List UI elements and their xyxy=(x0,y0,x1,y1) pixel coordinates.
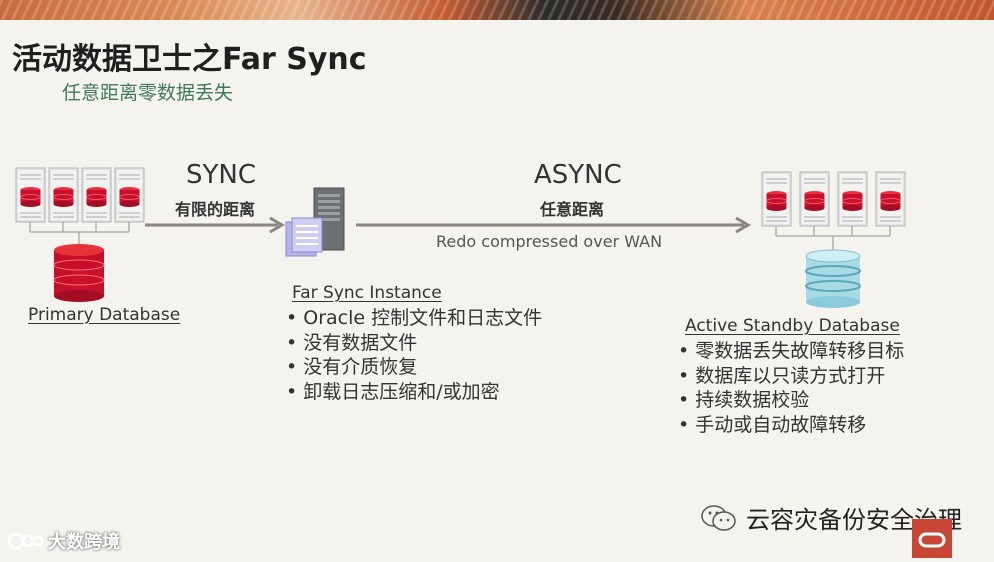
far-sync-bullet: 没有介质恢复 xyxy=(286,355,542,380)
async-arrow xyxy=(356,216,751,234)
far-sync-bullet: Oracle 控制文件和日志文件 xyxy=(286,306,542,331)
far-sync-bullets: Oracle 控制文件和日志文件 没有数据文件 没有介质恢复 卸载日志压缩和/或… xyxy=(286,306,542,404)
async-sublabel: 任意距离 xyxy=(540,200,605,219)
far-sync-files-icon xyxy=(285,217,323,257)
primary-database-icon xyxy=(53,244,105,302)
slide-title: 活动数据卫士之Far Sync xyxy=(12,42,367,77)
standby-server-3 xyxy=(837,171,868,227)
primary-server-2 xyxy=(48,167,79,223)
sync-arrow xyxy=(145,216,285,234)
sync-label: SYNC xyxy=(186,160,256,190)
standby-database-icon xyxy=(805,249,861,308)
far-sync-label: Far Sync Instance xyxy=(292,283,442,303)
primary-server-4 xyxy=(114,167,145,223)
primary-server-3 xyxy=(81,167,112,223)
standby-bullet: 零数据丢失故障转移目标 xyxy=(678,339,904,364)
wechat-icon xyxy=(701,504,736,531)
standby-server-4 xyxy=(875,171,906,227)
top-banner xyxy=(0,0,994,20)
primary-server-1 xyxy=(15,167,46,223)
banner-texture xyxy=(0,0,994,20)
standby-connectors xyxy=(775,226,891,250)
watermark-text: 大数跨境 xyxy=(48,532,120,553)
oracle-o-icon xyxy=(918,532,946,548)
standby-database-label: Active Standby Database xyxy=(685,316,900,336)
primary-connectors xyxy=(29,222,130,246)
oracle-logo xyxy=(912,519,952,558)
sync-sublabel: 有限的距离 xyxy=(175,200,256,219)
standby-bullet: 手动或自动故障转移 xyxy=(678,413,904,438)
standby-server-2 xyxy=(799,171,830,227)
standby-bullet: 持续数据校验 xyxy=(678,388,904,413)
primary-database-label: Primary Database xyxy=(28,305,181,325)
standby-bullets: 零数据丢失故障转移目标 数据库以只读方式打开 持续数据校验 手动或自动故障转移 xyxy=(678,339,904,437)
slide-subtitle: 任意距离零数据丢失 xyxy=(62,82,234,104)
watermark-logo-icon xyxy=(8,532,44,550)
standby-bullet: 数据库以只读方式打开 xyxy=(678,364,904,389)
far-sync-bullet: 卸载日志压缩和/或加密 xyxy=(286,380,542,405)
far-sync-bullet: 没有数据文件 xyxy=(286,331,542,356)
standby-server-1 xyxy=(761,171,792,227)
watermark: 大数跨境 xyxy=(8,528,120,554)
async-label: ASYNC xyxy=(534,160,622,190)
redo-note: Redo compressed over WAN xyxy=(436,232,663,251)
